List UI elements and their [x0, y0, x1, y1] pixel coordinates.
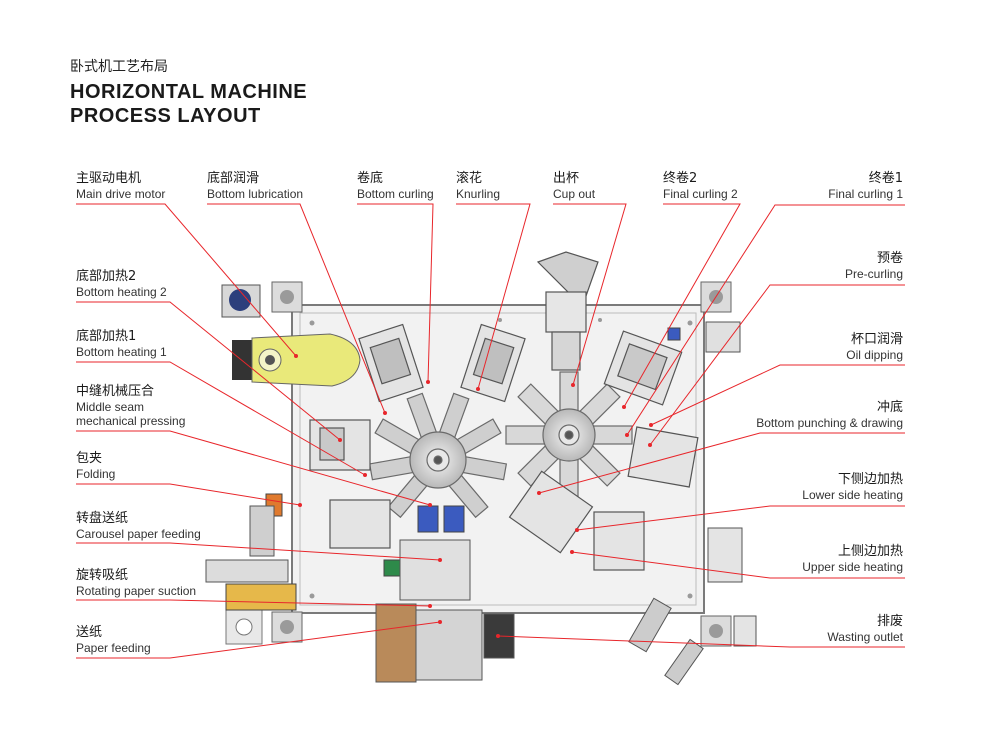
label-en: Lower side heating	[802, 488, 903, 502]
leader-bottom-lubrication	[207, 203, 386, 414]
label-cn: 底部加热1	[76, 329, 137, 344]
label-cn: 主驱动电机	[76, 171, 142, 186]
label-upper-side-heating: 上侧边加热 Upper side heating	[802, 543, 903, 574]
leader-bottom-punching	[538, 432, 905, 494]
label-cn: 卷底	[357, 171, 384, 186]
label-en: Knurling	[456, 187, 501, 201]
label-cn: 排废	[876, 614, 903, 629]
label-en: Final curling 2	[663, 187, 738, 201]
label-cn: 预卷	[876, 251, 903, 266]
label-en: Paper feeding	[76, 641, 151, 655]
label-pre-curling: 预卷 Pre-curling	[845, 250, 903, 281]
label-wasting-outlet: 排废 Wasting outlet	[827, 613, 903, 644]
leader-pre-curling	[649, 284, 905, 446]
label-final-curling-1: 终卷1 Final curling 1	[828, 170, 903, 201]
label-en: Folding	[76, 467, 116, 481]
leader-final-curling-2	[623, 203, 741, 408]
label-cn: 中缝机械压合	[76, 384, 155, 399]
label-lower-side-heating: 下侧边加热 Lower side heating	[802, 471, 903, 502]
label-en-line1: Middle seam	[76, 400, 145, 414]
colored-components	[225, 327, 681, 611]
leader-bottom-curling	[357, 203, 434, 383]
label-en: Bottom curling	[357, 187, 434, 201]
label-bottom-heating-1: 底部加热1 Bottom heating 1	[76, 328, 167, 359]
leader-knurling	[456, 203, 531, 390]
label-paper-feeding: 送纸 Paper feeding	[76, 624, 151, 655]
label-en-line2: mechanical pressing	[76, 414, 186, 428]
label-cn: 终卷2	[663, 171, 698, 186]
label-cn: 下侧边加热	[837, 472, 903, 487]
bottom-mechanisms	[205, 321, 757, 686]
label-cn: 送纸	[76, 625, 103, 640]
station-blocks	[309, 323, 699, 571]
label-middle-seam: 中缝机械压合 Middle seam mechanical pressing	[76, 383, 185, 428]
label-cn: 旋转吸纸	[76, 568, 129, 583]
title-cn: 卧式机工艺布局	[70, 59, 168, 75]
leader-oil-dipping	[650, 364, 905, 426]
label-rotating-paper-suction: 旋转吸纸 Rotating paper suction	[76, 567, 196, 598]
label-en: Bottom heating 2	[76, 285, 167, 299]
leader-endpoints	[294, 354, 653, 638]
leader-carousel-paper-feeding	[76, 542, 441, 561]
label-cn: 终卷1	[868, 171, 903, 186]
left-turret	[368, 392, 508, 519]
label-bottom-lubrication: 底部润滑 Bottom lubrication	[207, 170, 303, 201]
label-folding: 包夹 Folding	[76, 450, 115, 481]
label-final-curling-2: 终卷2 Final curling 2	[663, 170, 738, 201]
label-bottom-curling: 卷底 Bottom curling	[357, 170, 434, 201]
leader-folding	[76, 483, 301, 506]
label-cn: 上侧边加热	[837, 544, 903, 559]
label-cn: 底部加热2	[76, 269, 137, 284]
label-bottom-heating-2: 底部加热2 Bottom heating 2	[76, 268, 167, 299]
leader-rotating-paper-suction	[76, 599, 431, 607]
label-oil-dipping: 杯口润滑 Oil dipping	[846, 331, 903, 362]
label-cn: 杯口润滑	[850, 332, 903, 347]
label-cn: 底部润滑	[207, 171, 260, 186]
label-carousel-paper-feeding: 转盘送纸 Carousel paper feeding	[76, 510, 201, 541]
label-en: Oil dipping	[846, 348, 903, 362]
label-en: Cup out	[553, 187, 596, 201]
title-en-line2: PROCESS LAYOUT	[70, 105, 261, 127]
right-turret	[505, 371, 633, 499]
label-en: Main drive motor	[76, 187, 166, 201]
leader-middle-seam	[76, 430, 431, 506]
leader-main-drive-motor	[76, 203, 297, 357]
cup-out-chute	[536, 251, 599, 371]
label-en: Bottom lubrication	[207, 187, 304, 201]
leader-bottom-heating-2	[76, 301, 341, 441]
leader-lines	[76, 203, 905, 659]
leader-upper-side-heating	[571, 551, 905, 579]
main-drive-motor	[232, 333, 361, 387]
leader-bottom-heating-1	[76, 361, 366, 476]
label-cn: 包夹	[76, 451, 103, 466]
label-cn: 转盘送纸	[76, 511, 129, 526]
label-main-drive-motor: 主驱动电机 Main drive motor	[76, 170, 165, 201]
leader-wasting-outlet	[497, 635, 905, 648]
title-en-line1: HORIZONTAL MACHINE	[70, 81, 308, 103]
label-en: Upper side heating	[802, 560, 903, 574]
label-en: Final curling 1	[828, 187, 903, 201]
label-en: Carousel paper feeding	[76, 527, 201, 541]
label-en: Bottom heating 1	[76, 345, 167, 359]
label-en: Rotating paper suction	[76, 584, 197, 598]
leader-paper-feeding	[76, 621, 441, 659]
page-header: 卧式机工艺布局 HORIZONTAL MACHINE PROCESS LAYOU…	[70, 56, 307, 128]
label-cn: 滚花	[456, 171, 483, 186]
label-cn: 冲底	[876, 400, 903, 415]
label-bottom-punching: 冲底 Bottom punching & drawing	[756, 399, 903, 430]
label-en: Wasting outlet	[827, 630, 903, 644]
label-cn: 出杯	[553, 171, 580, 186]
leader-cup-out	[553, 203, 627, 386]
label-cup-out: 出杯 Cup out	[553, 170, 595, 201]
leader-lower-side-heating	[576, 505, 905, 531]
label-en: Bottom punching & drawing	[756, 416, 903, 430]
label-knurling: 滚花 Knurling	[456, 170, 500, 201]
leader-final-curling-1	[626, 204, 905, 436]
label-en: Pre-curling	[844, 267, 903, 281]
